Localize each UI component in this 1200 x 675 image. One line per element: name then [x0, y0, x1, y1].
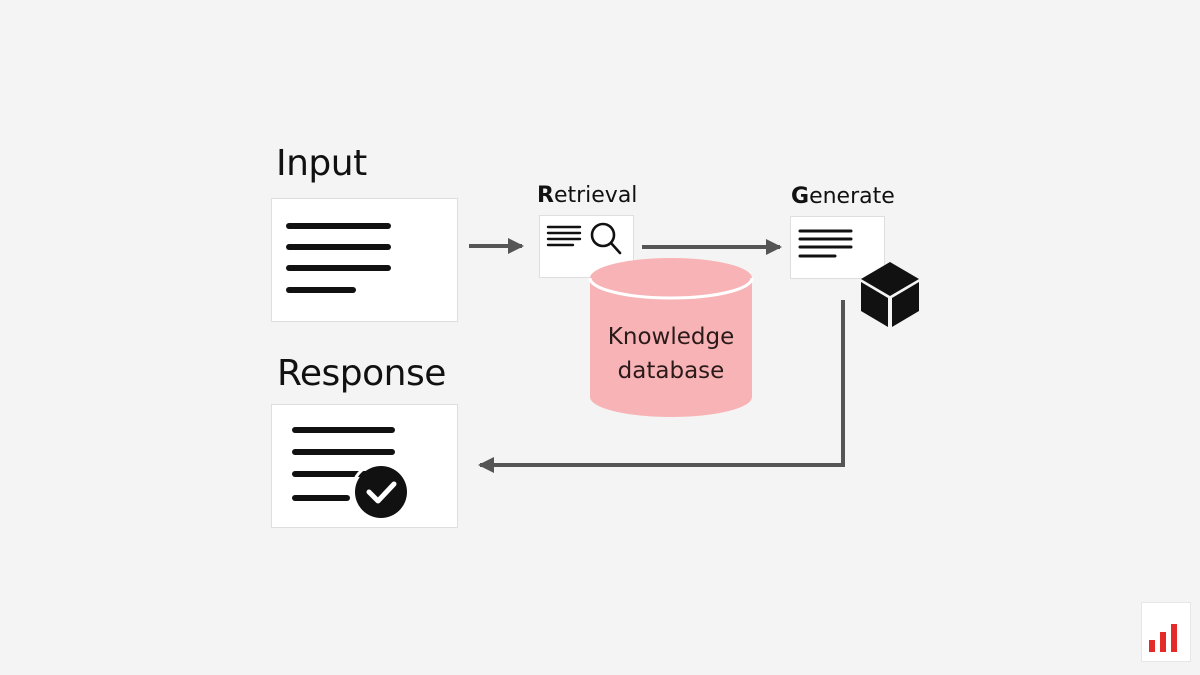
- bar-chart-logo-icon: [1149, 624, 1177, 652]
- brand-logo[interactable]: [1141, 602, 1191, 662]
- retrieval-rest: etrieval: [553, 183, 638, 208]
- generate-label: Generate: [791, 184, 895, 209]
- input-label: Input: [276, 143, 367, 184]
- text-lines-icon: [798, 229, 853, 258]
- search-icon: [590, 222, 622, 255]
- generate-card: [790, 216, 885, 279]
- response-card: [271, 404, 458, 528]
- arrow-generate-to-response: [478, 300, 845, 473]
- check-circle-icon: [350, 461, 412, 523]
- database-label-line1: Knowledge: [607, 324, 735, 350]
- cube-icon: [861, 262, 919, 327]
- input-card: [271, 198, 458, 322]
- text-lines-icon: [292, 427, 395, 501]
- database-label-line2: database: [617, 358, 725, 384]
- retrieval-label: Retrieval: [537, 183, 637, 208]
- generate-rest: enerate: [809, 184, 895, 209]
- text-lines-icon: [286, 223, 391, 293]
- retrieval-initial: R: [537, 183, 554, 208]
- database-label: Knowledge database: [590, 320, 752, 388]
- database-cylinder: [588, 258, 754, 417]
- text-lines-icon: [546, 225, 582, 247]
- response-label: Response: [277, 353, 446, 394]
- generate-initial: G: [791, 184, 810, 209]
